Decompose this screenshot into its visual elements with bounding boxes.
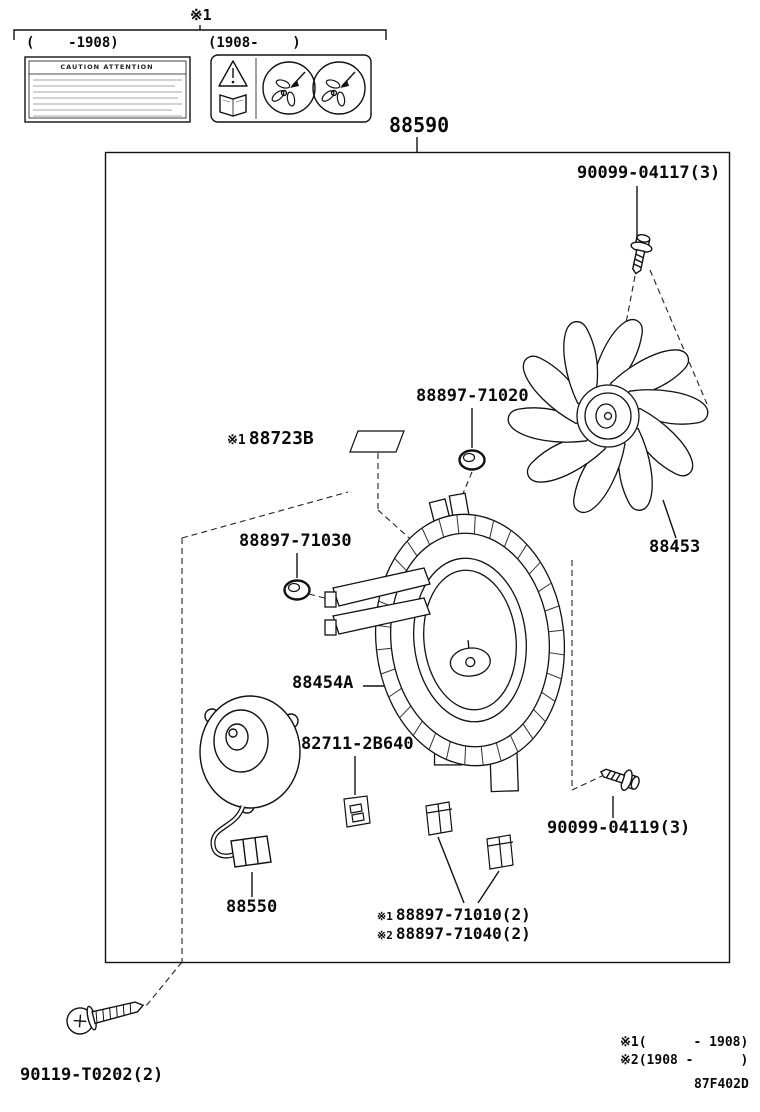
grommet-lower-art <box>283 579 311 601</box>
part-label-88897-71030: 88897-71030 <box>239 531 352 551</box>
range-left-label: ( -1908) <box>26 35 119 51</box>
fan-caution-icon-1 <box>262 61 316 115</box>
part-number-88897-71010: 88897-71010(2) <box>395 905 531 924</box>
cushion1-art <box>425 801 453 836</box>
caution-label-art <box>24 56 191 123</box>
part-label-88550: 88550 <box>226 897 278 917</box>
bolt-right-art <box>597 761 643 795</box>
part-label-88897-71020: 88897-71020 <box>416 386 529 406</box>
warning-icons-box <box>210 54 372 123</box>
grommet-upper-art <box>458 449 486 471</box>
legend-line-2: ※2(1908 - ) <box>620 1053 749 1068</box>
ref-mark-1: ※1 <box>227 433 246 448</box>
fan-blade-art <box>505 317 711 515</box>
manual-book-icon <box>219 94 247 117</box>
fan-caution-icon-2 <box>312 61 366 115</box>
part-label-90099-04117: 90099-04117(3) <box>577 163 721 183</box>
part-label-88454a: 88454A <box>292 673 354 693</box>
cushion2-art <box>486 834 514 870</box>
caution-label-title: CAUTION ATTENTION <box>60 63 154 71</box>
sticker-88723b-art <box>349 430 405 453</box>
bolt-top-art <box>624 232 656 277</box>
part-number-88723b: 88723B <box>248 428 314 449</box>
ref-mark-3: ※2 <box>377 929 393 942</box>
range-right-label: (1908- ) <box>208 35 301 51</box>
part-label-90099-04119: 90099-04119(3) <box>547 818 691 838</box>
leader-lines <box>251 137 677 904</box>
part-label-90119-t0202: 90119-T0202(2) <box>20 1065 164 1085</box>
part-label-82711-2b640: 82711-2B640 <box>301 734 414 754</box>
figure-code: 87F402D <box>694 1077 749 1092</box>
part-label-88590: 88590 <box>389 113 450 137</box>
frame-border <box>104 151 731 964</box>
clamp-art <box>343 795 371 828</box>
warning-triangle-icon <box>218 60 248 87</box>
applicability-bracket <box>13 25 387 40</box>
screw-bottom-art <box>66 1001 145 1035</box>
applicability-note: ※1 <box>190 6 212 24</box>
part-label-88453: 88453 <box>649 537 701 557</box>
fan-motor-art <box>199 695 301 868</box>
legend-line-1: ※1( - 1908) <box>620 1035 749 1050</box>
part-number-88897-71040: 88897-71040(2) <box>395 924 531 943</box>
fan-shroud-art <box>324 492 566 793</box>
ref-mark-2: ※1 <box>377 910 393 923</box>
